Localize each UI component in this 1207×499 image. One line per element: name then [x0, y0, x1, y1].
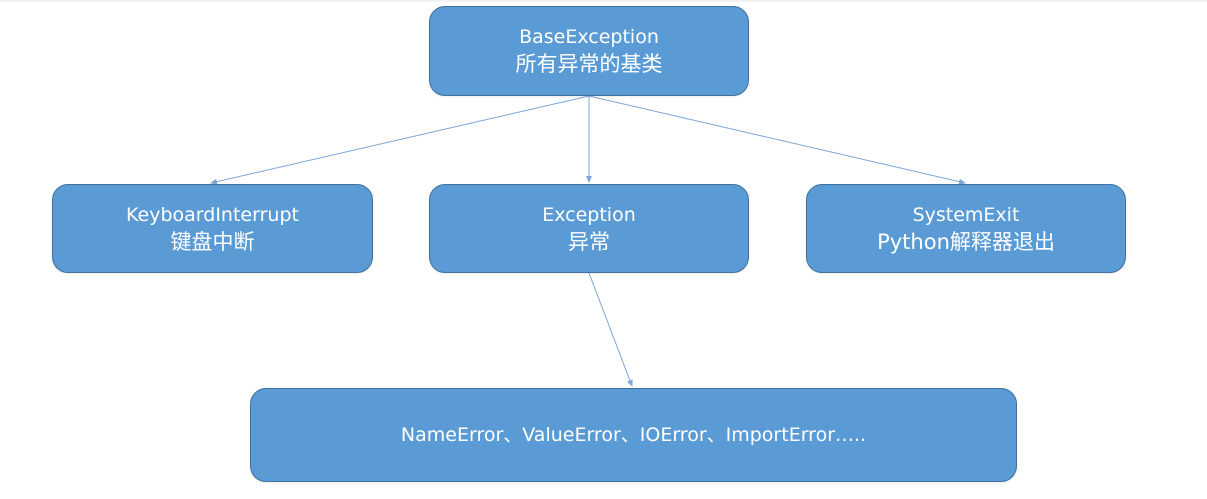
- edge-base-to-keyboard: [210, 95, 590, 185]
- node-system-exit-subtitle: Python解释器退出: [877, 229, 1055, 254]
- edge-base-to-system-exit: [588, 95, 966, 185]
- node-error-subclasses-text: NameError、ValueError、IOError、ImportError…: [400, 423, 867, 446]
- node-base-exception-subtitle: 所有异常的基类: [515, 52, 663, 76]
- node-system-exit-title: SystemExit: [912, 203, 1020, 226]
- top-divider: [0, 0, 1207, 2]
- node-error-subclasses: NameError、ValueError、IOError、ImportError…: [250, 388, 1017, 482]
- node-base-exception: BaseException 所有异常的基类: [429, 6, 749, 96]
- edge-exception-to-errors: [588, 272, 633, 387]
- node-exception-subtitle: 异常: [568, 229, 610, 254]
- node-keyboard-interrupt-subtitle: 键盘中断: [170, 229, 255, 254]
- node-keyboard-interrupt-title: KeyboardInterrupt: [126, 203, 299, 226]
- node-base-exception-title: BaseException: [519, 26, 659, 48]
- node-keyboard-interrupt: KeyboardInterrupt 键盘中断: [52, 184, 373, 273]
- node-system-exit: SystemExit Python解释器退出: [806, 184, 1126, 273]
- node-exception: Exception 异常: [429, 184, 749, 273]
- node-exception-title: Exception: [542, 203, 636, 226]
